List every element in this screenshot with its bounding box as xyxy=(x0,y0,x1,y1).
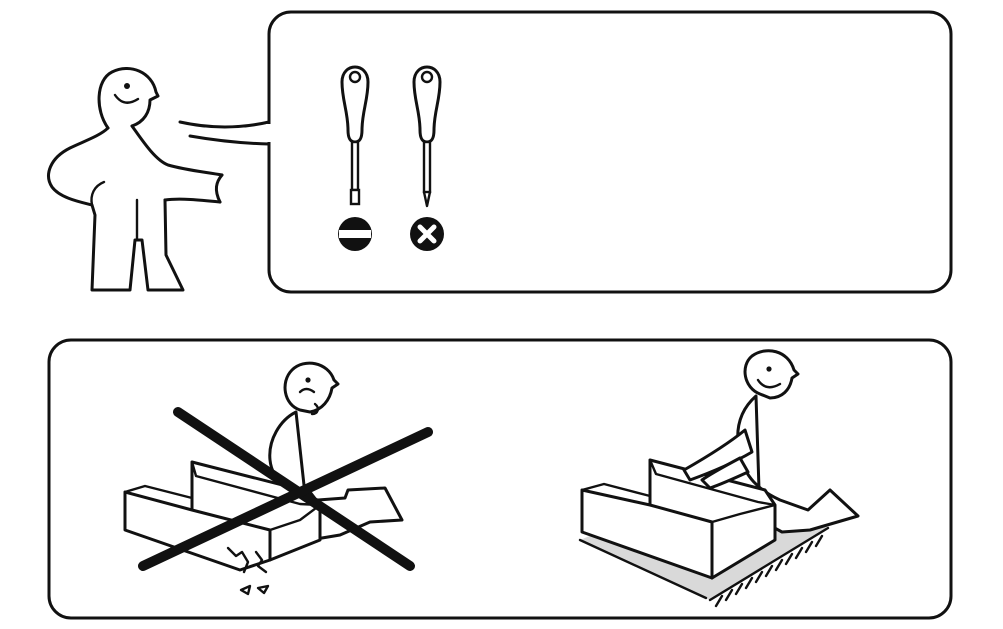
speech-bubble-pointer-bottom xyxy=(188,134,271,146)
rug-fringe xyxy=(578,526,830,608)
floor-protection-panel xyxy=(47,338,953,620)
correct-assembly-scene xyxy=(578,349,860,608)
wrong-assembly-scene xyxy=(123,361,433,596)
cross-out-icon xyxy=(138,407,433,571)
instruction-man-figure xyxy=(47,67,224,292)
eye xyxy=(124,83,130,89)
flathead-screwdriver-icon xyxy=(340,65,370,206)
phillips-bit-symbol-icon xyxy=(410,217,444,251)
phillips-screwdriver-icon xyxy=(412,65,442,208)
speech-bubble-pointer-top xyxy=(178,120,271,129)
flathead-bit-symbol-icon xyxy=(338,217,372,251)
speech-bubble xyxy=(178,10,953,294)
